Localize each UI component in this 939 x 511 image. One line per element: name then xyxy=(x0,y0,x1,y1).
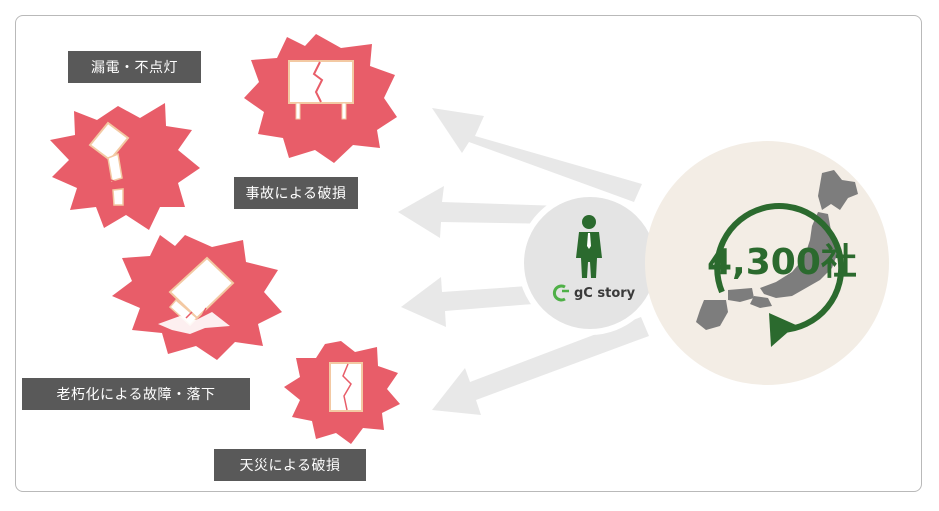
cycle-arrow-icon xyxy=(714,203,845,347)
client-count: 4,300社 xyxy=(707,242,857,283)
arrow-to-aging xyxy=(401,277,558,327)
gc-story-logo-icon xyxy=(552,284,569,302)
arrows xyxy=(398,108,649,415)
company-node: gC story xyxy=(518,191,662,335)
label-aging: 老朽化による故障・落下 xyxy=(22,378,250,410)
arrow-to-leakage xyxy=(398,186,562,238)
burst-leakage xyxy=(50,103,200,230)
brand-name: gC story xyxy=(574,286,636,301)
businessman-icon xyxy=(576,215,602,278)
broken-lamp-post-icon xyxy=(88,121,130,206)
fallen-sign-icon xyxy=(158,256,235,334)
arrow-to-accident-sign xyxy=(432,108,642,202)
cracked-signboard-icon xyxy=(288,60,354,120)
label-accident: 事故による破損 xyxy=(234,177,358,209)
client-base-node: 4,300社 xyxy=(645,141,889,385)
cracked-panel-icon xyxy=(329,362,363,412)
arrow-to-disaster xyxy=(432,317,649,415)
japan-map-icon xyxy=(696,170,858,330)
label-leakage: 漏電・不点灯 xyxy=(68,51,201,83)
label-disaster: 天災による破損 xyxy=(214,449,366,481)
